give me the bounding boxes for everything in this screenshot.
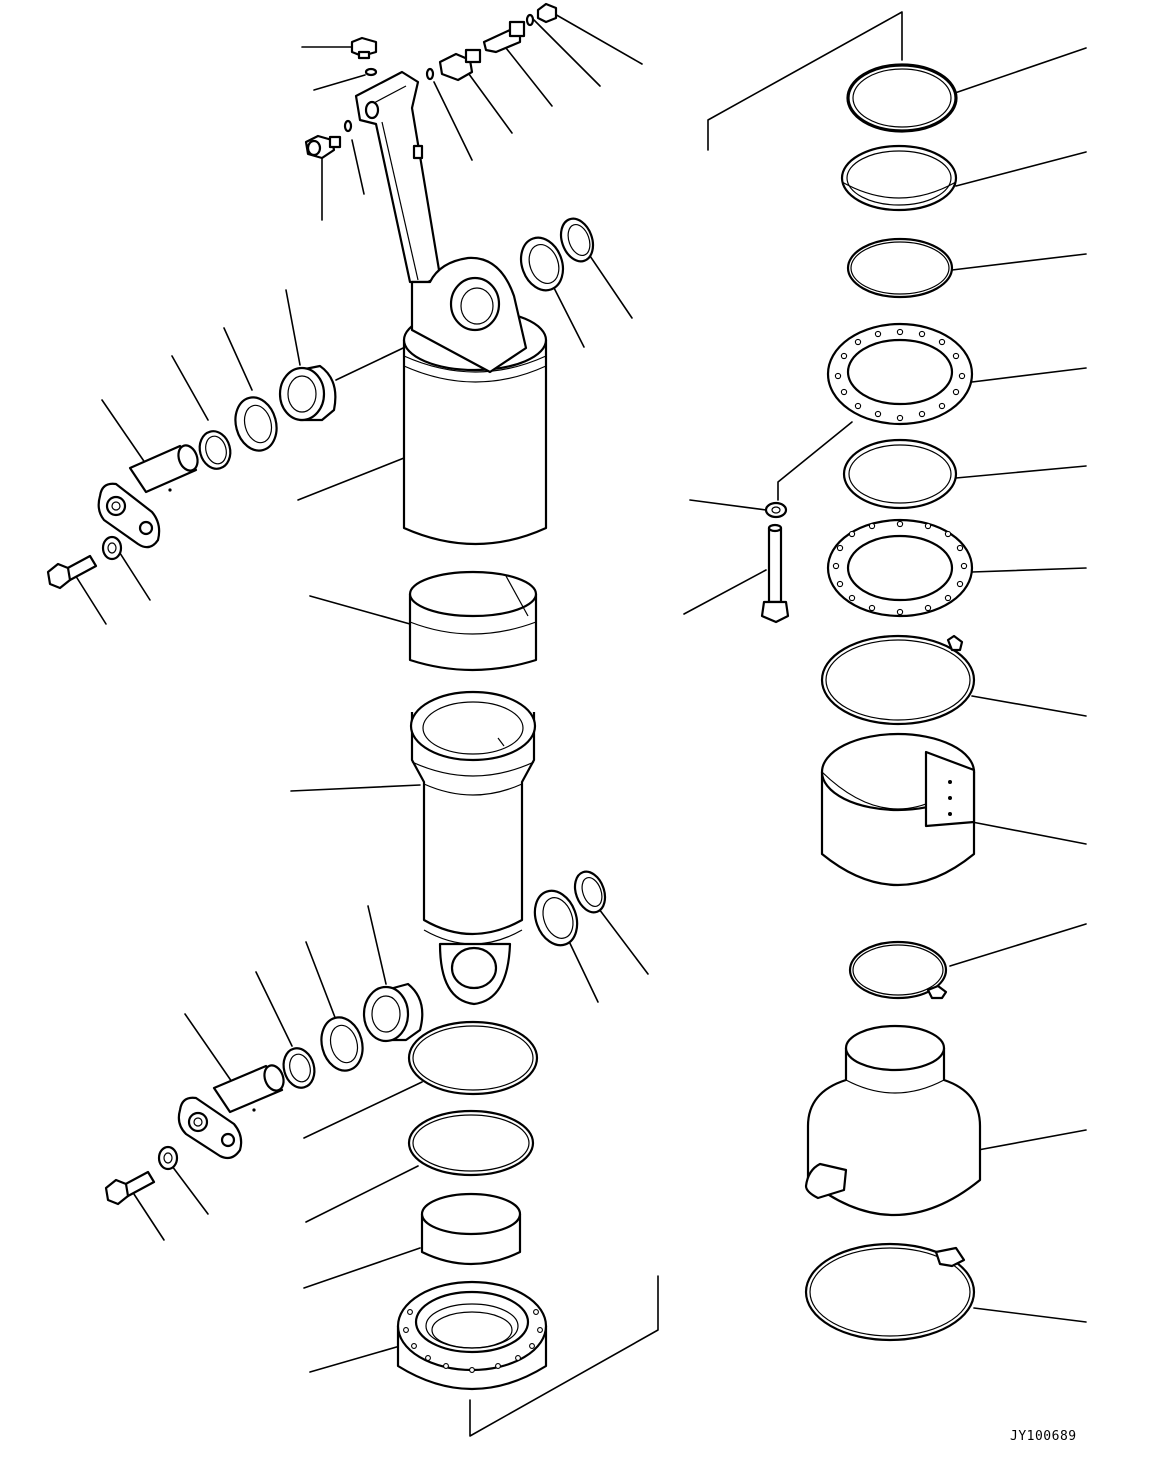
seal-upper-1 <box>519 236 565 292</box>
fitting-left <box>304 134 342 160</box>
lock-plate-lower <box>177 1096 243 1160</box>
leader-lines <box>71 11 1087 1437</box>
snap-ring-lower <box>282 1047 316 1089</box>
lock-plate-upper <box>97 482 161 549</box>
washer-small <box>764 501 788 519</box>
wire-ring-top <box>846 63 958 133</box>
collar-upper <box>234 396 278 452</box>
o-ring-fitting <box>343 119 353 133</box>
spherical-bearing-lower <box>362 982 424 1043</box>
ring-lower-2 <box>407 1109 535 1177</box>
drawing-code: JY100689 <box>1010 1429 1077 1444</box>
o-ring-upper <box>425 67 435 81</box>
long-bolt <box>760 523 790 624</box>
flange-bottom <box>396 1280 548 1390</box>
band-large <box>820 634 976 726</box>
valve-fitting <box>482 20 526 54</box>
rod-arm <box>354 70 442 284</box>
bolt-lower <box>104 1170 156 1206</box>
rod-eye <box>410 256 528 374</box>
washer-lower <box>157 1145 179 1171</box>
seal-lower-1 <box>533 889 579 947</box>
cylinder-tube <box>409 690 537 1006</box>
pin-lower <box>212 1064 285 1114</box>
washer-upper <box>101 535 123 561</box>
boot-sleeve <box>820 732 976 887</box>
ring-lower-1 <box>407 1020 539 1096</box>
o-ring-small <box>364 67 378 77</box>
bolt-upper <box>46 554 98 590</box>
bushing-lower <box>420 1192 522 1266</box>
cap-nut <box>536 2 558 24</box>
cover <box>804 1024 982 1216</box>
o-ring-valve <box>525 13 535 27</box>
snap-ring-upper <box>198 430 232 470</box>
band-clamp-small <box>848 940 948 1000</box>
flange-plate <box>826 518 974 618</box>
seal-upper-2 <box>559 217 595 263</box>
ring-2 <box>840 144 958 212</box>
band-clamp-bottom <box>804 1242 976 1342</box>
bushing <box>408 570 538 672</box>
fitting-upper <box>438 48 482 82</box>
pin-upper <box>128 444 199 494</box>
ring-4 <box>842 438 958 510</box>
spherical-bearing-upper <box>278 364 337 422</box>
flange-upper <box>826 322 974 426</box>
seal-lower-2 <box>573 870 607 914</box>
ring-3 <box>846 237 954 299</box>
collar-lower <box>320 1016 364 1072</box>
plug-part <box>350 36 378 60</box>
